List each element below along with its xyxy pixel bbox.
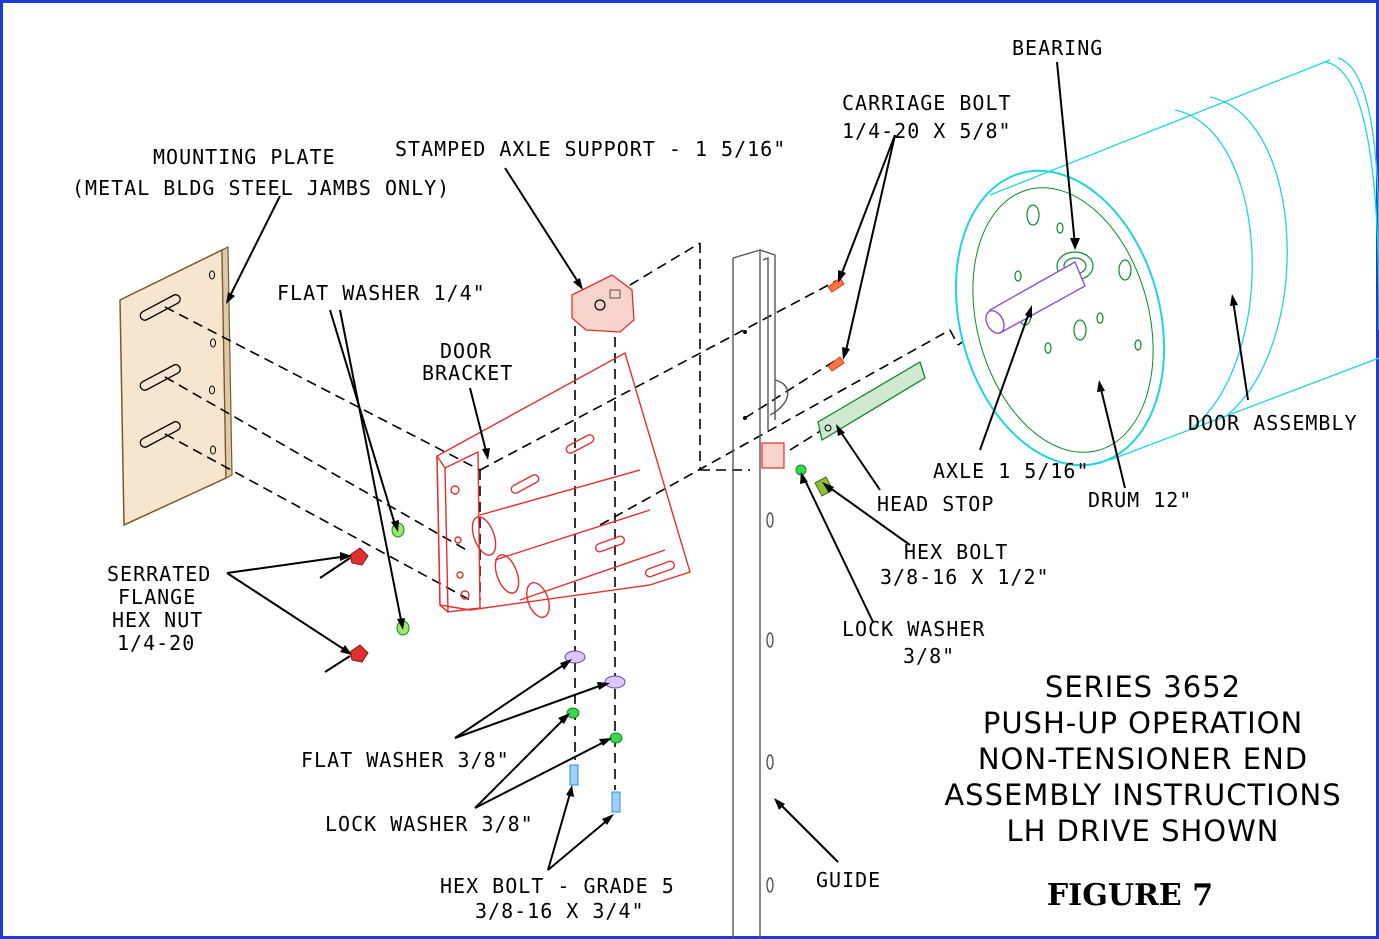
label-head-stop: HEAD STOP: [877, 492, 994, 516]
label-carriage-bolt: CARRIAGE BOLT: [842, 91, 1012, 115]
leader-lines: [226, 61, 1249, 871]
label-guide: GUIDE: [816, 868, 881, 892]
hex-bolt-grade5-left: [569, 764, 579, 786]
title-operation: PUSH-UP OPERATION: [983, 706, 1303, 740]
label-mounting-plate: MOUNTING PLATE: [153, 145, 336, 169]
head-stop: [817, 361, 926, 442]
part-labels: BEARING CARRIAGE BOLT 1/4-20 X 5/8" MOUN…: [72, 36, 1358, 923]
hex-bolt-grade5-right: [611, 791, 621, 813]
label-door: DOOR: [440, 339, 492, 363]
label-bearing: BEARING: [1012, 36, 1103, 60]
carriage-bolt-bottom: [827, 356, 845, 372]
label-lock-washer-38: LOCK WASHER 3/8": [325, 812, 534, 836]
serrated-nut-top: [349, 547, 369, 566]
carriage-bolt-top: [827, 277, 845, 293]
door-assembly-drum: [954, 57, 1379, 467]
label-carriage-bolt-size: 1/4-20 X 5/8": [842, 119, 1012, 143]
label-door-assembly: DOOR ASSEMBLY: [1188, 411, 1358, 435]
flat-washer-38-right: [604, 675, 626, 689]
title-instructions: ASSEMBLY INSTRUCTIONS: [944, 778, 1341, 812]
label-hex-bolt-grade5-size: 3/8-16 X 3/4": [475, 899, 645, 923]
label-drum: DRUM 12": [1088, 488, 1192, 512]
title-drive: LH DRIVE SHOWN: [1006, 814, 1279, 848]
label-flange: FLANGE: [118, 585, 196, 609]
stamped-axle-support: [571, 274, 635, 333]
mounting-plate: [119, 246, 233, 527]
label-mounting-plate-note: (METAL BLDG STEEL JAMBS ONLY): [72, 176, 450, 200]
figure-number: FIGURE 7: [1047, 878, 1213, 913]
label-lock-washer-right: LOCK WASHER: [842, 617, 985, 641]
label-hex-bolt-grade5: HEX BOLT - GRADE 5: [440, 874, 675, 898]
label-flat-washer-quarter: FLAT WASHER 1/4": [277, 281, 486, 305]
serrated-nut-bottom: [349, 644, 369, 663]
axle: [985, 261, 1086, 334]
label-axle: AXLE 1 5/16": [933, 459, 1090, 483]
label-lock-washer-right-size: 3/8": [903, 644, 955, 668]
clip-block: [761, 442, 785, 469]
lock-washer-38-left: [566, 707, 580, 719]
hardware-parts: [319, 277, 845, 813]
title-block: SERIES 3652 PUSH-UP OPERATION NON-TENSIO…: [944, 670, 1341, 913]
label-hex-bolt-size: 3/8-16 X 1/2": [880, 565, 1050, 589]
label-stamped-axle-support: STAMPED AXLE SUPPORT - 1 5/16": [395, 137, 786, 161]
lock-washer-38-right: [609, 732, 623, 744]
label-hex-nut: HEX NUT: [112, 608, 203, 632]
label-bracket: BRACKET: [422, 361, 513, 385]
door-bracket: [436, 351, 691, 618]
title-series: SERIES 3652: [1045, 670, 1241, 704]
label-hex-bolt: HEX BOLT: [904, 540, 1008, 564]
title-end: NON-TENSIONER END: [978, 742, 1308, 776]
guide-rail: [732, 249, 789, 939]
label-serrated: SERRATED: [107, 562, 211, 586]
label-flat-washer-38: FLAT WASHER 3/8": [301, 748, 510, 772]
label-hex-nut-size: 1/4-20: [117, 631, 195, 655]
